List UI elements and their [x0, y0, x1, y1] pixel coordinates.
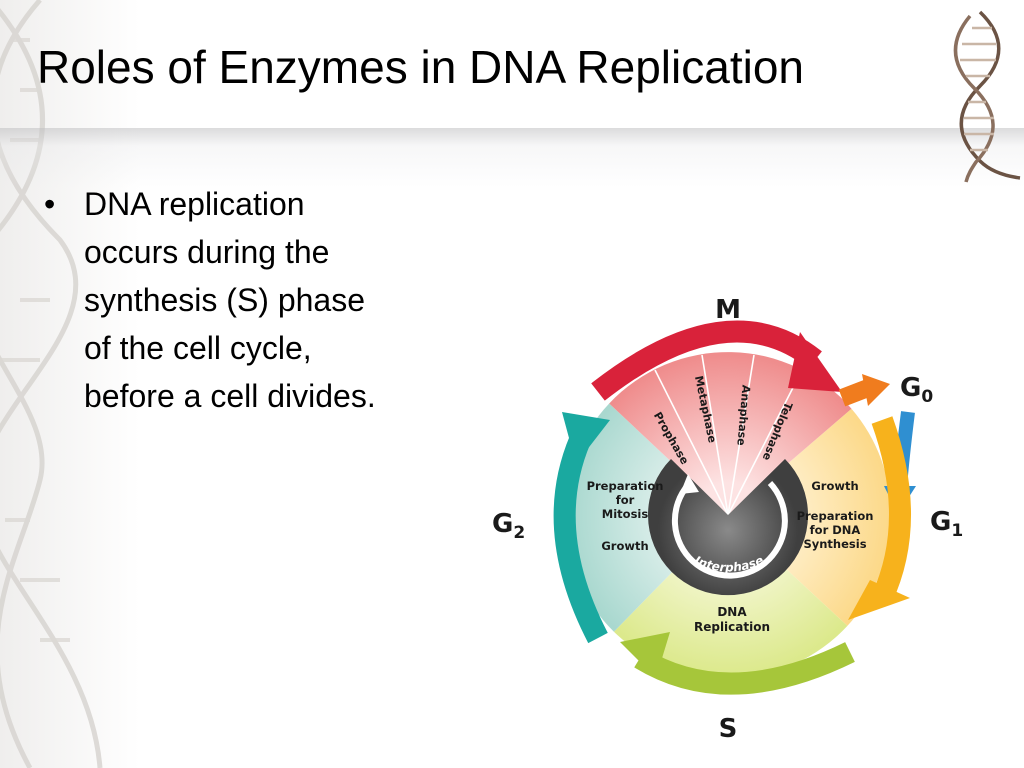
g2-phase-arrow [553, 435, 608, 644]
interphase-cycle-arrowhead [680, 474, 699, 494]
dna-helix-logo [953, 10, 1021, 183]
g1-growth-label: Growth [811, 479, 858, 493]
s-sector [613, 515, 848, 679]
g1-phase-arrowhead [848, 580, 910, 620]
background-dna-helix [0, 0, 103, 768]
title-separator-band [0, 128, 1024, 188]
slide-title: Roles of Enzymes in DNA Replication [37, 41, 804, 93]
bullet-line: of the cell cycle, [84, 330, 312, 366]
m-stage-label: M [715, 295, 741, 325]
bullet-line: synthesis (S) phase [84, 282, 366, 318]
g1-prep-line2: for DNA [810, 523, 861, 537]
g1-phase-arrow [871, 416, 911, 603]
g2-phase-arrowhead [562, 412, 610, 464]
g1-prep-line3: Synthesis [803, 537, 866, 551]
s-replication-label: Replication [694, 620, 770, 634]
g2-sector [564, 403, 728, 632]
s-phase-arrow [634, 642, 855, 695]
g1-prep-line1: Preparation [797, 509, 874, 523]
m-phase-arrowhead [788, 332, 842, 392]
g2-prep-line3: Mitosis [602, 507, 649, 521]
interphase-label: Interphase [692, 553, 765, 575]
g0-arrowhead [862, 374, 890, 406]
interphase-cycle-arrow [671, 480, 788, 579]
s-phase-arrowhead [620, 632, 670, 678]
bullet-line: DNA replication [84, 186, 305, 222]
g2-prep-line1: Preparation [587, 479, 664, 493]
m-phase-arrow [591, 320, 822, 401]
mitosis-dividers [654, 354, 803, 516]
g1-stage-label: G1 [930, 507, 963, 541]
s-dna-label: DNA [717, 605, 747, 619]
g0-arrow [838, 379, 872, 407]
bullet-marker: • [44, 186, 56, 222]
bullet-line: occurs during the [84, 234, 330, 270]
g1-sector [728, 408, 891, 626]
g2-prep-line2: for [616, 493, 635, 507]
anaphase-label: Anaphase [734, 384, 752, 446]
g2-stage-label: G2 [492, 509, 525, 543]
cell-cycle-diagram: M G0 G1 G2 S Prophase Metaphase Anaphase… [492, 295, 963, 744]
g0-stage-label: G0 [900, 373, 933, 407]
bullet-list: • DNA replication occurs during the synt… [44, 180, 484, 420]
g2-growth-label: Growth [601, 539, 648, 553]
bullet-item: • DNA replication occurs during the synt… [44, 180, 484, 420]
s-stage-label: S [719, 714, 738, 744]
bullet-line: before a cell divides. [84, 378, 376, 414]
